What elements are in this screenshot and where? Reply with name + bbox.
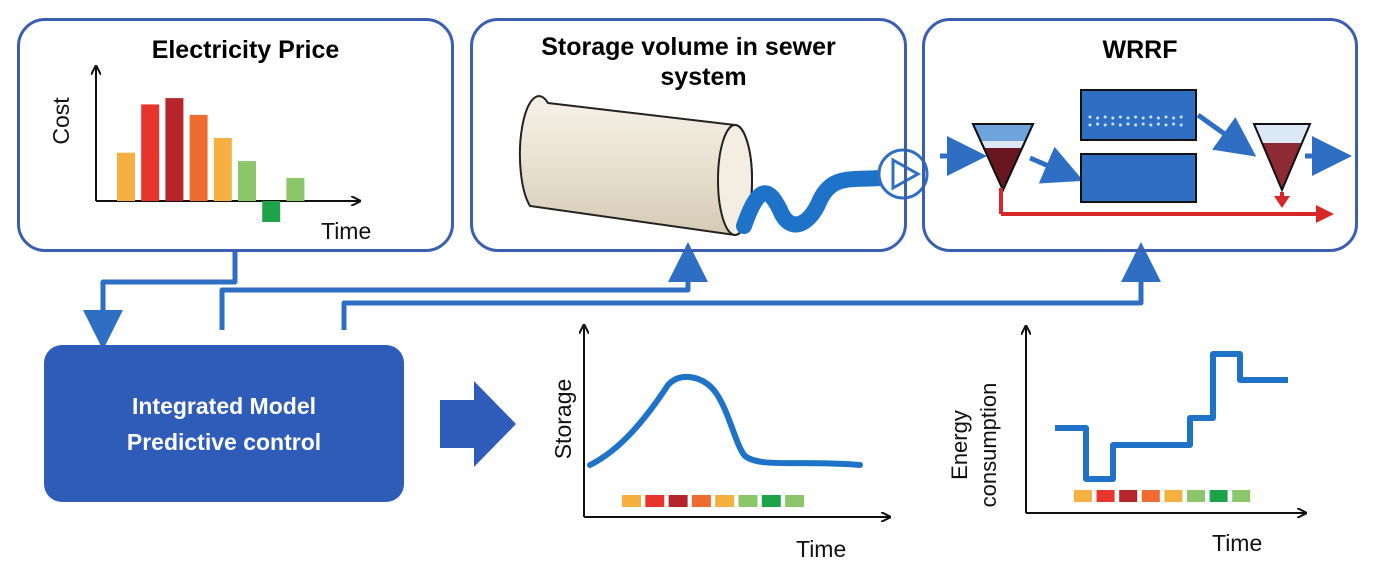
price-strip-cell: [691, 495, 711, 507]
sludge-line: [999, 188, 1334, 223]
connector-arrows: [83, 242, 1161, 350]
storage-chart-ylabel: Storage: [550, 379, 576, 460]
wrrf-title: WRRF: [1102, 36, 1178, 64]
wrrf-feedback-arrow: [341, 242, 1161, 330]
controller-line2: Predictive control: [126, 428, 322, 455]
price-strip-cell: [1187, 490, 1205, 502]
aeration-bubble: [1103, 115, 1107, 119]
mpc-controller-box: Integrated Model Predictive control: [44, 345, 404, 502]
storage-volume-panel: Storage volume in sewer system: [470, 18, 907, 252]
aeration-bubble: [1141, 122, 1145, 126]
price-strip-cell: [1074, 490, 1092, 502]
price-strip-cell: [738, 495, 758, 507]
controller-line1: Integrated Model: [131, 392, 316, 419]
storage-title-line1: Storage volume in sewer: [541, 33, 836, 61]
price-bar: [165, 98, 184, 201]
aeration-bubble: [1088, 115, 1092, 119]
price-strip-cell: [761, 495, 781, 507]
price-strip-cell: [1119, 490, 1138, 502]
aeration-bubble: [1126, 122, 1130, 126]
energy-chart-xlabel: Time: [1212, 530, 1262, 556]
aeration-bubble: [1088, 123, 1092, 127]
aeration-bubble: [1103, 123, 1107, 127]
aeration-bubble: [1111, 122, 1115, 126]
wrrf-panel: WRRF: [922, 18, 1358, 252]
aeration-bubble: [1172, 116, 1176, 120]
price-strip-cell: [1096, 490, 1115, 502]
electricity-price-panel: Electricity Price: [17, 18, 454, 252]
storage-feedback-arrow: [219, 242, 708, 330]
aeration-bubble: [1134, 123, 1138, 127]
aeration-bubble: [1096, 122, 1100, 126]
price-strip-cell: [1209, 490, 1228, 502]
aeration-bubble: [1111, 116, 1115, 120]
aeration-tank-icon: [1080, 89, 1197, 141]
aeration-bubble: [1149, 123, 1153, 127]
price-strip-cell: [1232, 490, 1251, 502]
price-strip-cell: [668, 495, 688, 507]
storage-curve: [587, 374, 863, 468]
aeration-bubble: [1164, 123, 1168, 127]
aeration-bubble: [1179, 123, 1183, 127]
electricity-xlabel: Time: [321, 218, 371, 244]
energy-curve: [1055, 351, 1288, 482]
price-bar: [213, 138, 232, 201]
storage-chart: [584, 325, 890, 517]
price-strip-cell: [1164, 490, 1183, 502]
aeration-bubble: [1156, 116, 1160, 120]
sewer-storage-cylinder: [518, 95, 753, 237]
energy-chart-ylabel-line1: Energy: [947, 410, 972, 480]
price-to-controller-arrow: [83, 252, 238, 350]
primary-clarifier-icon: [971, 123, 1035, 193]
electricity-ylabel: Cost: [48, 97, 74, 145]
energy-chart: [1026, 326, 1306, 513]
secondary-clarifier-icon: [1252, 123, 1312, 193]
aeration-bubble: [1134, 115, 1138, 119]
price-strip-cell: [645, 495, 665, 507]
aeration-bubble: [1141, 116, 1145, 120]
output-arrow: [440, 381, 516, 467]
energy-chart-ylabel-line2: consumption: [976, 383, 1001, 508]
price-strip-cell: [715, 495, 735, 507]
price-bar: [141, 104, 160, 201]
price-strip-cell: [1141, 490, 1160, 502]
aeration-bubble: [1179, 115, 1183, 119]
storage-price-strip: [622, 495, 805, 507]
electricity-price-title: Electricity Price: [151, 36, 340, 64]
aeration-bubble: [1164, 115, 1168, 119]
aeration-bubble: [1126, 116, 1130, 120]
aeration-bubble: [1156, 122, 1160, 126]
price-bar: [189, 114, 208, 201]
price-bar: [286, 177, 305, 201]
aeration-bubble: [1096, 116, 1100, 120]
anoxic-tank-icon: [1080, 153, 1197, 203]
sewer-outflow-pipe: [736, 170, 888, 234]
storage-chart-xlabel: Time: [796, 536, 846, 562]
energy-price-strip: [1074, 490, 1251, 502]
price-bar: [117, 152, 135, 201]
price-bar: [238, 161, 256, 201]
aeration-bubble: [1118, 115, 1122, 119]
electricity-price-chart: [96, 66, 360, 222]
price-bar: [262, 201, 281, 222]
aeration-bubble: [1118, 123, 1122, 127]
aeration-bubble: [1172, 122, 1176, 126]
wrrf-process: [940, 89, 1352, 223]
aeration-bubble: [1149, 115, 1153, 119]
price-strip-cell: [622, 495, 641, 507]
price-strip-cell: [785, 495, 805, 507]
storage-title-line2: system: [660, 63, 747, 91]
